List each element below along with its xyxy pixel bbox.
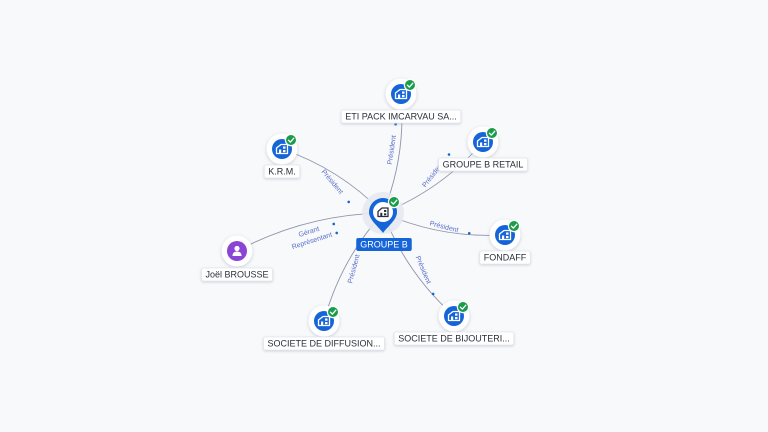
edge-label: Président bbox=[320, 169, 344, 196]
verified-check-icon bbox=[485, 126, 499, 140]
company-node-fondaff[interactable]: FONDAFF bbox=[479, 219, 531, 265]
krm-label: K.R.M. bbox=[263, 164, 301, 179]
edge-label: Président bbox=[387, 135, 398, 165]
center-node-groupe-b[interactable]: GROUPE B bbox=[356, 192, 412, 251]
societe-diffusion-label-text: SOCIETE DE DIFFUSION... bbox=[267, 338, 380, 348]
building-icon bbox=[447, 310, 461, 322]
verified-check-icon bbox=[284, 133, 298, 147]
edge-arrow-icon bbox=[347, 200, 351, 204]
edge-arrow-icon bbox=[431, 292, 435, 296]
center-label: GROUPE B bbox=[356, 238, 412, 251]
krm-label-text: K.R.M. bbox=[268, 166, 296, 176]
building-icon bbox=[476, 136, 490, 148]
building-icon bbox=[275, 143, 289, 155]
verified-check-icon bbox=[507, 219, 521, 233]
center-layer: GROUPE B bbox=[356, 192, 412, 251]
verified-check-icon bbox=[387, 195, 401, 209]
societe-bijouterie-label: SOCIETE DE BIJOUTERI... bbox=[393, 331, 515, 346]
groupe-b-retail-label: GROUPE B RETAIL bbox=[438, 157, 528, 172]
societe-diffusion-label: SOCIETE DE DIFFUSION... bbox=[263, 336, 385, 351]
building-icon bbox=[394, 88, 408, 100]
verified-check-icon bbox=[326, 305, 340, 319]
building-icon bbox=[317, 315, 331, 327]
eti-pack-label: ETI PACK IMCARVAU SA... bbox=[340, 109, 462, 124]
company-node-eti-pack[interactable]: ETI PACK IMCARVAU SA... bbox=[340, 78, 462, 124]
company-node-societe-bijouterie[interactable]: SOCIETE DE BIJOUTERI... bbox=[393, 300, 515, 346]
company-node-krm[interactable]: K.R.M. bbox=[263, 133, 301, 179]
societe-bijouterie-label-text: SOCIETE DE BIJOUTERI... bbox=[398, 333, 510, 343]
verified-check-icon bbox=[456, 300, 470, 314]
edge-arrow-icon bbox=[394, 122, 397, 126]
company-node-societe-diffusion[interactable]: SOCIETE DE DIFFUSION... bbox=[263, 305, 385, 351]
edge-label: Président bbox=[347, 254, 361, 284]
edge-label: Président bbox=[414, 255, 432, 285]
fondaff-label: FONDAFF bbox=[479, 250, 531, 265]
company-node-groupe-b-retail[interactable]: GROUPE B RETAIL bbox=[438, 126, 528, 172]
center-label-text: GROUPE B bbox=[360, 239, 408, 249]
groupe-b-retail-label-text: GROUPE B RETAIL bbox=[443, 159, 524, 169]
edge-arrow-icon bbox=[447, 153, 451, 156]
joel-brousse-label-text: Joël BROUSSE bbox=[205, 269, 268, 279]
building-icon bbox=[498, 229, 512, 241]
edge-arrow-icon bbox=[332, 222, 336, 226]
joel-brousse-label: Joël BROUSSE bbox=[201, 267, 273, 282]
verified-check-icon bbox=[403, 78, 417, 92]
edge-label: Président bbox=[429, 220, 459, 234]
fondaff-label-text: FONDAFF bbox=[484, 252, 527, 262]
eti-pack-label-text: ETI PACK IMCARVAU SA... bbox=[345, 111, 457, 121]
person-icon bbox=[232, 245, 242, 256]
nodes-layer: ETI PACK IMCARVAU SA... K.R.M. GROUPE B RE… bbox=[201, 78, 531, 351]
edge-arrow-icon bbox=[335, 231, 339, 235]
person-node-joel-brousse[interactable]: Joël BROUSSE bbox=[201, 235, 273, 282]
building-icon bbox=[377, 207, 389, 218]
edge-arrow-icon bbox=[467, 231, 471, 235]
